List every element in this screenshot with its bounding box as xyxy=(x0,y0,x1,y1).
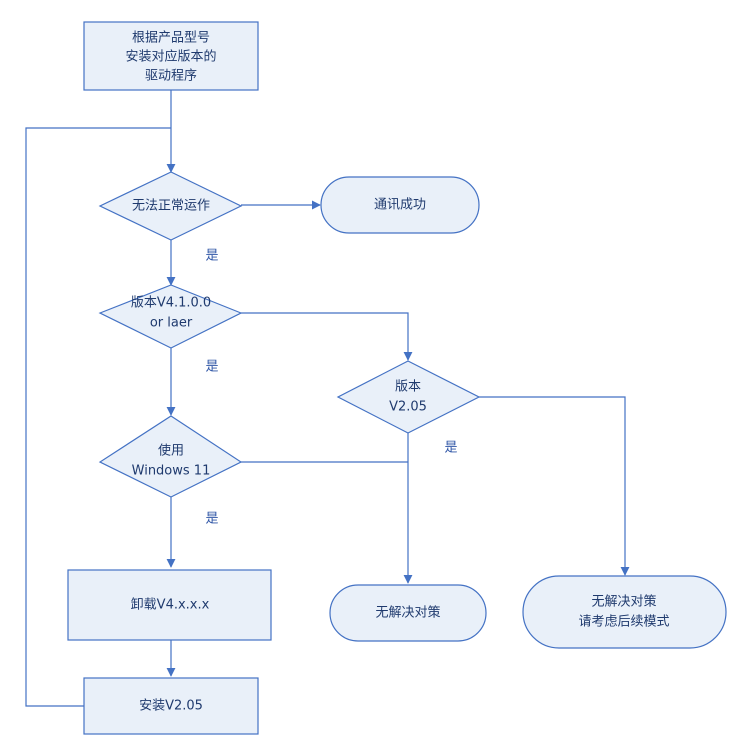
node-use-windows-line1: 使用 xyxy=(158,443,184,459)
node-install-driver-line3: 驱动程序 xyxy=(145,69,197,84)
node-no-solution-label: 无解决对策 xyxy=(375,605,440,621)
nodes: 根据产品型号 安装对应版本的 驱动程序 无法正常运作 通讯成功 版本V4.1.0… xyxy=(67,21,727,735)
node-version-205-line2: V2.05 xyxy=(389,400,427,415)
edge-label-cannot-run-yes: 是 xyxy=(205,249,218,264)
node-comm-success xyxy=(320,176,480,234)
edge-version-check-to-v205 xyxy=(241,312,413,361)
node-no-solution xyxy=(329,584,487,642)
node-install-205-label: 安装V2.05 xyxy=(139,699,203,714)
edge-label-use-windows-yes: 是 xyxy=(205,512,218,527)
node-uninstall xyxy=(67,569,272,641)
node-uninstall-label: 卸载V4.x.x.x xyxy=(131,597,210,613)
node-cannot-run-label: 无法正常运作 xyxy=(132,199,210,214)
node-install-205 xyxy=(83,677,259,735)
node-version-check-line2: or laer xyxy=(150,316,193,331)
edge-labels: 是 是 是 是 xyxy=(205,249,457,527)
node-no-solution-rollback-line2: 请考虑后续模式 xyxy=(578,615,669,630)
node-install-driver xyxy=(83,21,259,91)
node-cannot-run-decision xyxy=(98,171,243,241)
edge-v205-to-rollback xyxy=(479,396,630,576)
node-use-windows-decision xyxy=(98,415,243,498)
node-install-driver-line1: 根据产品型号 xyxy=(132,31,210,46)
node-version-205-decision xyxy=(336,360,481,434)
node-no-solution-rollback-line1: 无解决对策 xyxy=(591,594,656,610)
edge-label-version-check-yes: 是 xyxy=(205,360,218,375)
edges xyxy=(25,90,630,707)
node-version-205-line1: 版本 xyxy=(395,380,421,395)
node-no-solution-rollback xyxy=(522,575,727,649)
edge-loop-back xyxy=(25,127,171,707)
node-use-windows-line2: Windows 11 xyxy=(132,464,211,479)
node-install-driver-line2: 安装对应版本的 xyxy=(125,49,216,65)
node-comm-success-label: 通讯成功 xyxy=(374,198,426,213)
node-version-check-decision xyxy=(98,284,243,349)
node-version-check-line1: 版本V4.1.0.0 xyxy=(131,296,211,311)
edge-label-version-205-yes: 是 xyxy=(444,441,457,456)
